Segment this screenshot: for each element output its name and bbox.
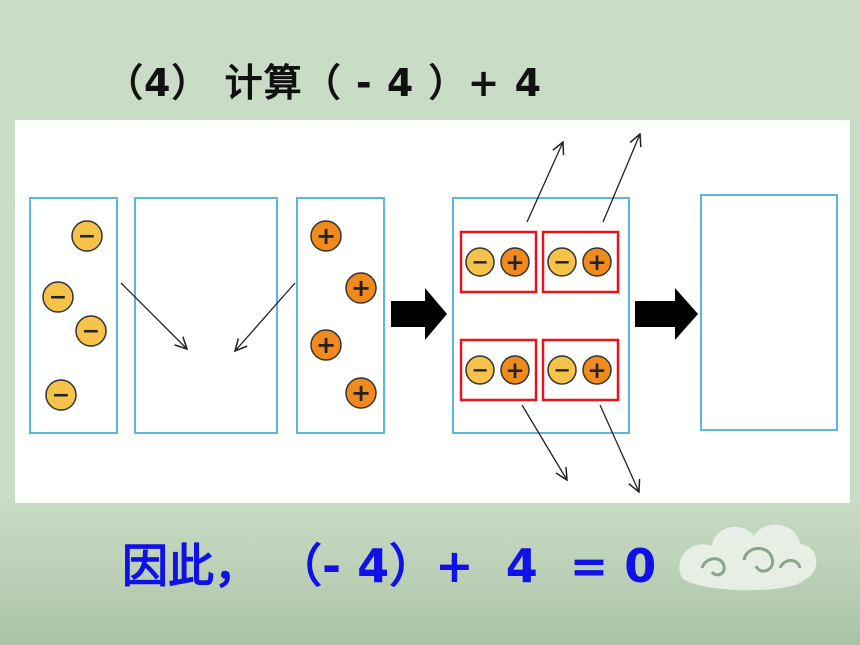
positive-charge: + (345, 377, 377, 409)
diagram-panel: − − − − + + + + (15, 120, 850, 503)
pair-group: − + (541, 338, 620, 402)
thin-arrow-icon (526, 142, 563, 223)
negative-charge: − (71, 220, 103, 252)
svg-text:−: − (49, 285, 67, 310)
conclusion-text: 因此， （- 4）+ 4 = 0 (122, 539, 657, 593)
negative-charge: − (45, 379, 77, 411)
empty-box-middle (134, 197, 278, 434)
negative-charge: − (42, 281, 74, 313)
bold-right-arrow-icon (391, 288, 447, 340)
thin-arrow-icon (599, 404, 639, 492)
svg-text:−: − (553, 358, 571, 382)
pair-group: − + (459, 230, 538, 294)
svg-text:+: + (587, 358, 606, 384)
svg-text:−: − (553, 250, 571, 274)
negatives-box (29, 197, 118, 434)
svg-text:−: − (471, 358, 489, 382)
svg-text:+: + (351, 274, 371, 302)
thin-arrow-icon (235, 282, 296, 351)
result-box (700, 194, 838, 431)
svg-text:+: + (505, 358, 524, 384)
positive-charge: + (310, 329, 342, 361)
svg-text:−: − (78, 224, 96, 249)
svg-text:+: + (316, 222, 336, 250)
negative-charge: − (75, 315, 107, 347)
thin-arrow-icon (602, 134, 640, 223)
pair-group: − + (459, 338, 538, 402)
diagram-svg: − − − − + + + + (29, 120, 838, 503)
bold-right-arrow-icon (635, 288, 698, 340)
svg-text:−: − (52, 383, 70, 408)
svg-text:+: + (316, 331, 336, 359)
svg-text:+: + (351, 379, 371, 407)
cloud-scroll-ornament-icon (679, 524, 817, 591)
pairs-box (452, 197, 630, 434)
svg-text:−: − (82, 319, 100, 344)
positive-charge: + (345, 272, 377, 304)
problem-title: （4） 计算（ - 4 ）+ 4 (105, 61, 543, 105)
svg-text:+: + (587, 250, 606, 276)
svg-text:−: − (471, 250, 489, 274)
thin-arrow-icon (120, 282, 187, 349)
positives-box (296, 197, 385, 434)
positive-charge: + (310, 220, 342, 252)
pair-group: − + (541, 230, 620, 294)
thin-arrow-icon (521, 404, 567, 480)
svg-text:+: + (505, 250, 524, 276)
